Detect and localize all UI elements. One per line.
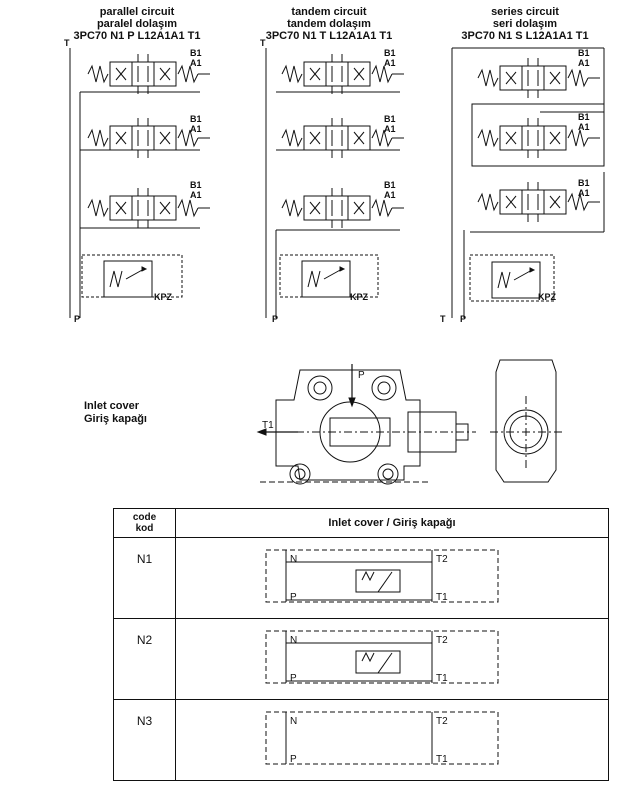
table-row: N2 N P T2 T1 [113,618,609,700]
tandem-circuit [265,48,405,318]
series-p-label: P [460,314,466,324]
n2-schematic: N P T2 T1 [265,630,499,684]
row-code-n2: N2 [113,618,176,700]
tandem-title-tr: tandem dolaşım [287,18,371,30]
parallel-a1-label-3: A1 [190,190,202,200]
table-header-row: code kod Inlet cover / Giriş kapağı [113,508,609,538]
row-schematic-n3: N P T2 T1 [175,699,609,781]
hydraulic-diagram: B1 A1 B1 A1 B1 A1 T P KPZ B1 A1 B1 A1 B1… [64,38,605,485]
n2-n-label: N [290,635,297,646]
inlet-p-label: P [358,370,365,381]
parallel-t-label: T [64,38,70,48]
tandem-b1-label-1: B1 [384,48,396,58]
parallel-kpz-label: KPZ [154,292,173,302]
tandem-t-label: T [260,38,266,48]
series-circuit [451,47,605,318]
table-row: N3 N P T2 T1 [113,699,609,781]
tandem-p-label: P [272,314,278,324]
inlet-cover-label-tr: Giriş kapağı [84,413,147,425]
parallel-title-tr: paralel dolaşım [96,18,178,30]
series-title-tr: seri dolaşım [492,18,558,30]
parallel-code: 3PC70 N1 P L12A1A1 T1 [73,30,201,42]
inlet-cover-front-view [256,364,476,485]
tandem-header: tandem circuit tandem dolaşım 3PC70 N1 T… [254,6,404,42]
code-header-en: code [132,512,157,523]
table-row: N1 N P T2 T1 [113,537,609,619]
tandem-title-en: tandem circuit [291,6,367,18]
row-schematic-n1: N P T2 T1 [175,537,609,619]
code-header-tr: kod [135,523,154,534]
n1-t1-label: T1 [436,592,448,603]
inlet-cover-label: Inlet cover Giriş kapağı [84,400,147,426]
tandem-a1-label-3: A1 [384,190,396,200]
parallel-circuit [69,48,211,318]
series-header: series circuit seri dolaşım 3PC70 N1 S L… [450,6,600,42]
parallel-p-label: P [74,314,80,324]
parallel-title-en: parallel circuit [99,6,175,18]
n3-p-label: P [290,754,297,765]
inlet-cover-side-view [490,359,564,483]
parallel-a1-label-1: A1 [190,58,202,68]
tandem-b1-label-2: B1 [384,114,396,124]
series-a1-label-3: A1 [578,188,590,198]
tandem-code: 3PC70 N1 T L12A1A1 T1 [265,30,393,42]
tandem-kpz-label: KPZ [350,292,369,302]
series-a1-label-1: A1 [578,58,590,68]
inlet-cover-label-en: Inlet cover [84,400,140,412]
n3-t2-label: T2 [436,716,448,727]
n1-p-label: P [290,592,297,603]
n3-n-label: N [290,716,297,727]
series-b1-label-1: B1 [578,48,590,58]
n3-schematic: N P T2 T1 [265,711,499,765]
parallel-b1-label-1: B1 [190,48,202,58]
parallel-b1-label-3: B1 [190,180,202,190]
inlet-t1-label: T1 [262,420,274,431]
tandem-b1-label-3: B1 [384,180,396,190]
parallel-b1-label-2: B1 [190,114,202,124]
parallel-header: parallel circuit paralel dolaşım 3PC70 N… [62,6,212,42]
row-schematic-n2: N P T2 T1 [175,618,609,700]
table-title: Inlet cover / Giriş kapağı [175,508,609,538]
inlet-cover-code-table: code kod Inlet cover / Giriş kapağı N1 N… [113,508,609,781]
n2-t2-label: T2 [436,635,448,646]
n3-t1-label: T1 [436,754,448,765]
parallel-a1-label-2: A1 [190,124,202,134]
series-b1-label-2: B1 [578,112,590,122]
n2-t1-label: T1 [436,673,448,684]
series-code: 3PC70 N1 S L12A1A1 T1 [461,30,589,42]
tandem-a1-label-1: A1 [384,58,396,68]
row-code-n1: N1 [113,537,176,619]
series-kpz-label: KPZ [538,292,557,302]
series-a1-label-2: A1 [578,122,590,132]
row-code-n3: N3 [113,699,176,781]
series-t-label: T [440,314,446,324]
n2-p-label: P [290,673,297,684]
n1-n-label: N [290,554,297,565]
n1-t2-label: T2 [436,554,448,565]
n1-schematic: N P T2 T1 [265,549,499,603]
code-header: code kod [113,508,176,538]
series-title-en: series circuit [491,6,559,18]
tandem-a1-label-2: A1 [384,124,396,134]
series-b1-label-3: B1 [578,178,590,188]
